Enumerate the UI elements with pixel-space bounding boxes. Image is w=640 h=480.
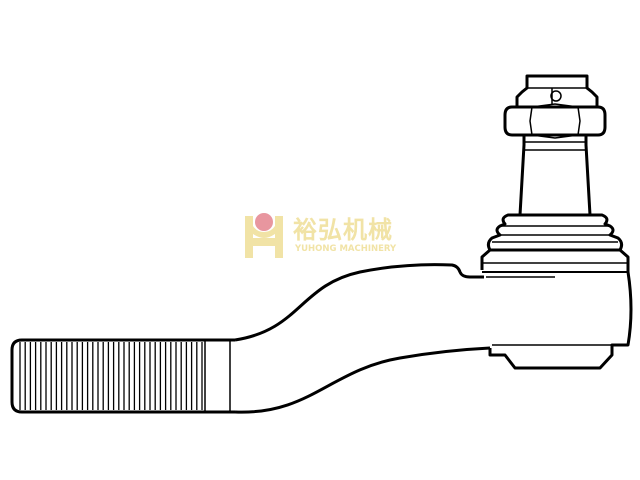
threaded-shaft xyxy=(10,338,235,414)
watermark-logo: 裕弘机械 YUHONG MACHINERY xyxy=(243,210,403,262)
arm-body xyxy=(234,263,491,414)
ball-stud xyxy=(518,135,592,216)
castle-nut xyxy=(503,105,607,137)
watermark-brand-cn: 裕弘机械 xyxy=(293,216,393,244)
dust-boot xyxy=(486,213,624,251)
logo-mark-icon xyxy=(245,213,283,258)
watermark-brand-en: YUHONG MACHINERY xyxy=(295,244,397,254)
nut-cap xyxy=(515,74,599,107)
nut-hex-faces xyxy=(529,103,581,139)
thread-lines xyxy=(19,342,203,410)
cotter-pin-hole xyxy=(550,90,562,102)
socket-head xyxy=(480,248,633,370)
